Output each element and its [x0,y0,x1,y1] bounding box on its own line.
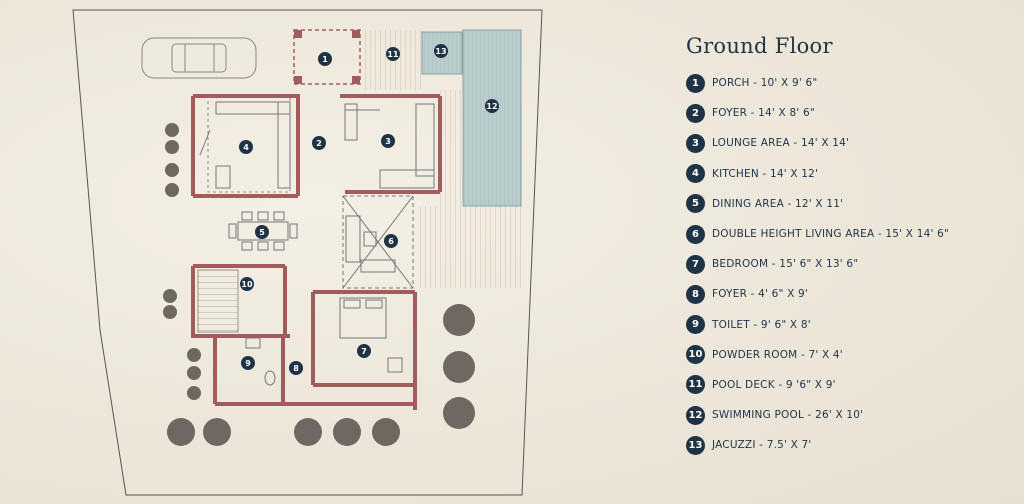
legend-label: FOYER - 14' X 8' 6" [712,107,815,120]
legend-label: PORCH - 10' X 9' 6" [712,77,818,90]
deck-area [416,206,523,288]
porch [293,29,361,85]
legend-item: 5 DINING AREA - 12' X 11' [686,189,949,219]
legend-label: BEDROOM - 15' 6" X 13' 6" [712,258,859,271]
legend-number-badge: 5 [686,194,705,214]
room-badge-7: 7 [357,344,371,358]
svg-text:13: 13 [435,47,446,56]
toilet-fixtures [245,337,276,386]
dining-table [228,211,298,251]
lounge-furniture [344,103,435,189]
legend-label: JACUZZI - 7.5' X 7' [712,439,812,452]
legend-item: 13 JACUZZI - 7.5' X 7' [686,430,949,460]
legend-item: 12 SWIMMING POOL - 26' X 10' [686,400,949,430]
legend-item: 1 PORCH - 10' X 9' 6" [686,68,949,98]
legend-label: FOYER - 4' 6" X 9' [712,288,808,301]
svg-text:7: 7 [361,347,367,356]
legend-number-badge: 1 [686,73,705,93]
bedroom-furniture [339,297,415,380]
legend-number-badge: 2 [686,103,705,123]
living-furniture [342,195,414,289]
room-badge-12: 12 [485,99,499,113]
room-badge-1: 1 [318,52,332,66]
room-legend: 1 PORCH - 10' X 9' 6" 2 FOYER - 14' X 8' 6… [686,68,949,460]
legend-number-badge: 7 [686,254,705,274]
room-badge-8: 8 [289,361,303,375]
legend-item: 11 POOL DECK - 9 '6" X 9' [686,370,949,400]
legend-number-badge: 8 [686,284,705,304]
legend-item: 2 FOYER - 14' X 8' 6" [686,98,949,128]
svg-text:11: 11 [387,50,399,59]
legend-number-badge: 4 [686,164,705,184]
legend-label: POWDER ROOM - 7' X 4' [712,348,843,361]
legend-label: DOUBLE HEIGHT LIVING AREA - 15' X 14' 6" [712,228,949,241]
room-badge-2: 2 [312,136,326,150]
deck-strip [440,90,464,206]
room-badge-11: 11 [386,47,400,61]
legend-item: 9 TOILET - 9' 6" X 8' [686,310,949,340]
legend-label: POOL DECK - 9 '6" X 9' [712,378,836,391]
svg-text:6: 6 [388,237,394,246]
legend-item: 8 FOYER - 4' 6" X 9' [686,279,949,309]
legend-number-badge: 6 [686,224,705,244]
room-badge-4: 4 [239,140,253,154]
svg-text:3: 3 [385,137,391,146]
svg-text:10: 10 [241,280,253,289]
room-badge-3: 3 [381,134,395,148]
legend-number-badge: 9 [686,315,705,335]
svg-text:12: 12 [486,102,497,111]
legend-number-badge: 3 [686,133,705,153]
legend-item: 3 LOUNGE AREA - 14' X 14' [686,128,949,158]
car-icon [141,37,257,79]
room-badges: 1 2 3 4 5 6 7 8 9 10 11 13 12 [239,44,499,375]
svg-text:5: 5 [259,228,265,237]
room-badge-5: 5 [255,225,269,239]
legend-label: TOILET - 9' 6" X 8' [712,318,811,331]
legend-item: 10 POWDER ROOM - 7' X 4' [686,340,949,370]
floor-plan-drawing: 1 2 3 4 5 6 7 8 9 10 11 13 12 [72,9,543,496]
legend-label: LOUNGE AREA - 14' X 14' [712,137,850,150]
room-badge-13: 13 [434,44,448,58]
floor-title: Ground Floor [686,34,833,58]
svg-text:8: 8 [293,364,299,373]
legend-item: 4 KITCHEN - 14' X 12' [686,159,949,189]
legend-number-badge: 12 [686,405,705,425]
legend-item: 7 BEDROOM - 15' 6" X 13' 6" [686,249,949,279]
svg-text:9: 9 [245,359,251,368]
legend-number-badge: 13 [686,435,705,455]
legend-number-badge: 10 [686,345,705,365]
legend-label: KITCHEN - 14' X 12' [712,167,819,180]
legend-label: DINING AREA - 12' X 11' [712,197,844,210]
room-badge-10: 10 [240,277,254,291]
legend-label: SWIMMING POOL - 26' X 10' [712,409,864,422]
svg-text:4: 4 [243,143,249,152]
room-badge-6: 6 [384,234,398,248]
svg-text:1: 1 [322,55,328,64]
legend-item: 6 DOUBLE HEIGHT LIVING AREA - 15' X 14' 6… [686,219,949,249]
swimming-pool [462,29,522,207]
svg-text:2: 2 [316,139,322,148]
room-badge-9: 9 [241,356,255,370]
trees [163,123,475,446]
plot-boundary [72,9,543,496]
legend-number-badge: 11 [686,375,705,395]
kitchen-fixtures [199,101,291,189]
staircase [197,269,239,333]
